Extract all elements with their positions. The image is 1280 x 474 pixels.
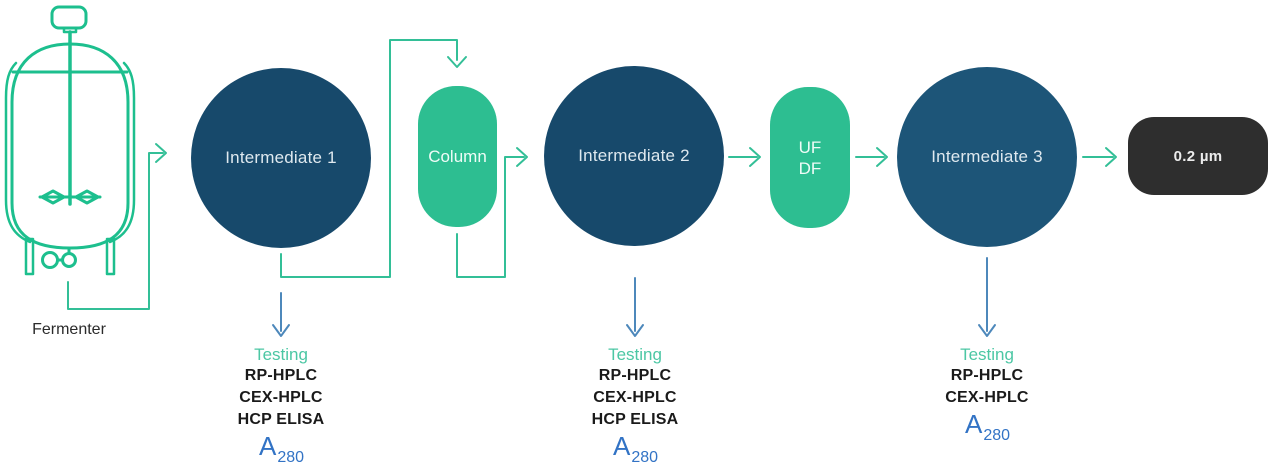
node-label: Intermediate 2 [578, 146, 690, 165]
arrow-ufdf-to-intermediate-3 [855, 147, 888, 167]
node-label: 0.2 µm [1173, 147, 1223, 165]
test-item: RP-HPLC [950, 367, 1024, 384]
test-item: CEX-HPLC [593, 389, 677, 406]
absorbance-a280: A280 [540, 431, 730, 466]
test-item: CEX-HPLC [239, 389, 323, 406]
fermenter-icon [4, 5, 136, 276]
node-intermediate-2: Intermediate 2 [544, 66, 724, 246]
arrow-intermediate-3-to-filter [1082, 147, 1117, 167]
arrowhead-right-icon [876, 147, 888, 167]
arrow-intermediate-3-to-testing [978, 257, 996, 337]
arrowhead-down-icon [272, 324, 290, 337]
absorbance-subscript: 280 [631, 449, 659, 466]
arrow-intermediate-2-to-ufdf [728, 147, 761, 167]
arrowhead-right-icon [155, 143, 167, 163]
testing-block-intermediate-3: Testing RP-HPLC CEX-HPLC A280 [892, 344, 1082, 444]
node-intermediate-1: Intermediate 1 [191, 68, 371, 248]
node-uf-df: UF DF [770, 87, 850, 228]
arrowhead-down-icon [626, 324, 644, 337]
absorbance-subscript: 280 [983, 427, 1011, 444]
arrow-intermediate-1-to-column [280, 39, 467, 278]
node-label: Intermediate 1 [225, 148, 337, 167]
test-item: CEX-HPLC [945, 389, 1029, 406]
arrow-fermenter-to-intermediate-1 [67, 143, 167, 310]
arrowhead-right-icon [1105, 147, 1117, 167]
test-item: HCP ELISA [237, 411, 325, 428]
arrowhead-right-icon [749, 147, 761, 167]
testing-block-intermediate-2: Testing RP-HPLC CEX-HPLC HCP ELISA A280 [540, 344, 730, 466]
arrow-intermediate-2-to-testing [626, 277, 644, 337]
testing-title: Testing [254, 345, 308, 364]
node-label-line2: DF [798, 158, 822, 178]
testing-block-intermediate-1: Testing RP-HPLC CEX-HPLC HCP ELISA A280 [186, 344, 376, 466]
arrowhead-down-icon [447, 56, 467, 68]
fermenter-label: Fermenter [32, 321, 106, 338]
absorbance-base: A [964, 409, 983, 439]
node-column: Column [418, 86, 497, 227]
arrow-intermediate-1-to-testing [272, 292, 290, 337]
node-label-line1: UF [798, 137, 822, 157]
test-item: RP-HPLC [598, 367, 672, 384]
absorbance-base: A [612, 431, 631, 461]
arrow-column-to-intermediate-2 [456, 147, 528, 278]
absorbance-a280: A280 [186, 431, 376, 466]
testing-title: Testing [960, 345, 1014, 364]
node-label: Intermediate 3 [931, 147, 1043, 166]
test-item: HCP ELISA [591, 411, 679, 428]
arrowhead-right-icon [516, 147, 528, 167]
node-filter-02um: 0.2 µm [1128, 117, 1268, 195]
test-item: RP-HPLC [244, 367, 318, 384]
absorbance-a280: A280 [892, 409, 1082, 444]
absorbance-base: A [258, 431, 277, 461]
arrowhead-down-icon [978, 324, 996, 337]
node-intermediate-3: Intermediate 3 [897, 67, 1077, 247]
testing-title: Testing [608, 345, 662, 364]
absorbance-subscript: 280 [277, 449, 305, 466]
node-label: Column [428, 146, 487, 166]
